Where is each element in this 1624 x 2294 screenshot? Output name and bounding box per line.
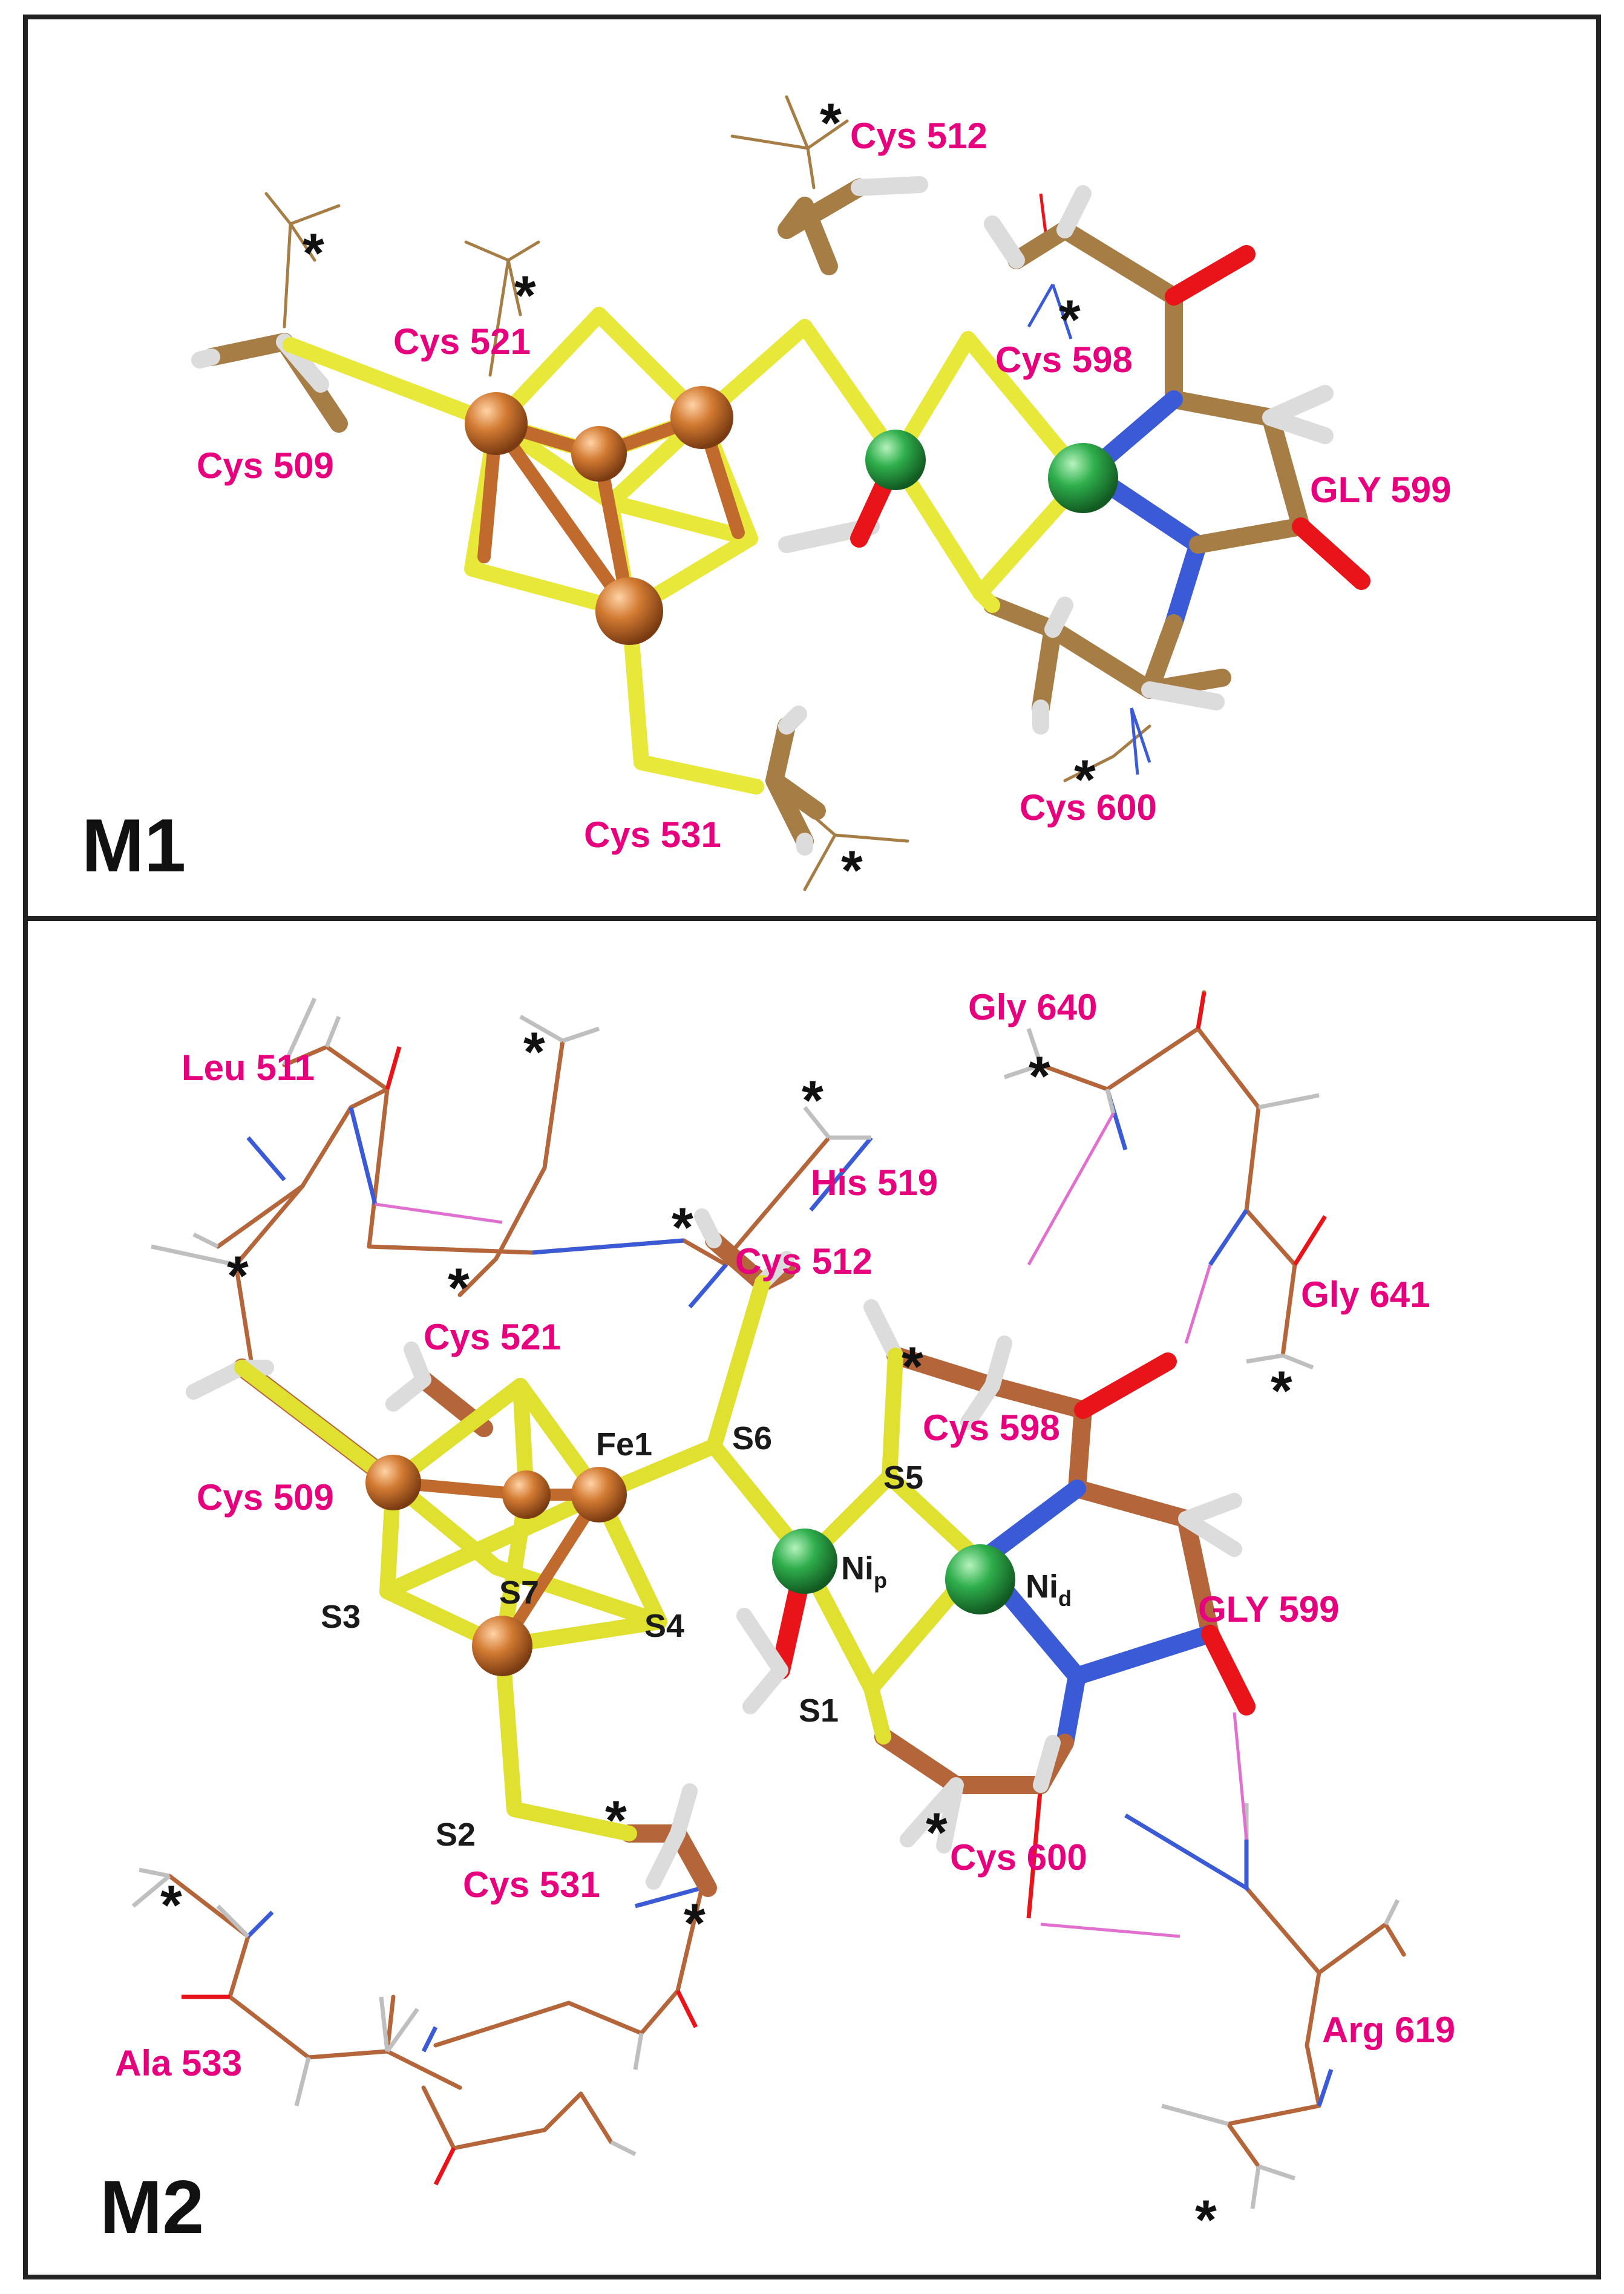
m2-asterisk-9: * <box>605 1790 627 1852</box>
m1-panel-label: M1 <box>82 804 186 888</box>
m2-hydrogens <box>186 1208 1242 1890</box>
m2-label-gly-599: GLY 599 <box>1198 1589 1340 1630</box>
m1-asterisk-5: * <box>1074 749 1096 811</box>
m2-fe-atom-1 <box>365 1455 421 1510</box>
m2-atom-label-s6: S6 <box>732 1420 772 1457</box>
m2-label-ala-533: Ala 533 <box>115 2043 242 2083</box>
m2-asterisk-13: * <box>1195 2189 1217 2251</box>
m2-hydrogen-bonds <box>375 1112 1248 1938</box>
m1-label-cys-509: Cys 509 <box>197 445 334 486</box>
panel-m1: * * * * * * Cys 512 Cys 521 Cys 598 Cys … <box>23 15 1601 921</box>
m1-sulfur-bonds <box>283 307 1091 795</box>
m1-label-cys-521: Cys 521 <box>393 321 531 362</box>
m2-label-gly-641: Gly 641 <box>1301 1274 1430 1315</box>
m1-label-cys-600: Cys 600 <box>1020 787 1157 828</box>
m2-atom-label-s3: S3 <box>321 1599 361 1635</box>
m1-ni-atom-proximal <box>865 430 926 490</box>
m1-fe-atom-2 <box>571 426 627 482</box>
m2-fe-atom-3 <box>571 1467 627 1522</box>
m1-ni-atom-distal <box>1048 443 1118 513</box>
m2-label-cys-509: Cys 509 <box>197 1477 334 1518</box>
m2-asterisk-11: * <box>684 1893 706 1955</box>
m2-label-leu-511: Leu 511 <box>182 1047 315 1088</box>
m2-asterisk-2: * <box>523 1021 545 1083</box>
m2-atom-label-nid: Nid <box>1026 1568 1072 1611</box>
m1-label-gly-599: GLY 599 <box>1310 470 1452 510</box>
m2-atom-label-s7: S7 <box>499 1575 539 1611</box>
m2-ni-atom-proximal <box>772 1529 837 1594</box>
m1-asterisk-3: * <box>514 265 536 327</box>
m1-wire-bonds <box>264 95 1151 891</box>
panel-m2-frame <box>23 916 1601 2279</box>
m2-asterisk-3: * <box>802 1070 823 1132</box>
m2-asterisk-6: * <box>448 1257 470 1319</box>
m2-wire-hydrogens <box>131 997 1400 2209</box>
m1-wire-bonds-nitrogen <box>1027 283 1151 775</box>
m2-atom-label-s1: S1 <box>799 1693 839 1729</box>
m2-label-cys-521: Cys 521 <box>424 1317 561 1357</box>
m2-asterisk-10: * <box>926 1802 948 1864</box>
m2-fe-atom-2 <box>502 1470 551 1519</box>
m1-label-cys-512: Cys 512 <box>850 116 987 156</box>
m2-fe-atom-4 <box>472 1616 532 1676</box>
m1-fe-atom-1 <box>465 392 528 455</box>
m2-ni-atom-distal <box>945 1544 1015 1614</box>
m2-water-hydrogens <box>736 1608 788 1714</box>
m2-label-arg-619: Arg 619 <box>1322 2010 1455 2050</box>
m2-atom-label-s5: S5 <box>883 1460 923 1496</box>
m1-label-cys-598: Cys 598 <box>995 339 1133 380</box>
m2-atom-label-nip: Nip <box>841 1550 887 1593</box>
m2-wire-bonds-nitrogen <box>246 1088 1334 2107</box>
m2-label-his-519: His 519 <box>811 1162 938 1203</box>
m2-asterisk-5: * <box>227 1245 249 1307</box>
m2-asterisk-4: * <box>672 1197 693 1259</box>
m2-label-cys-598: Cys 598 <box>923 1408 1060 1448</box>
m1-asterisk-4: * <box>1059 289 1081 351</box>
m2-atom-label-s4: S4 <box>644 1608 684 1644</box>
m2-atom-label-fe1: Fe1 <box>596 1426 652 1463</box>
m2-label-cys-512: Cys 512 <box>735 1241 873 1282</box>
m1-asterisk-6: * <box>841 840 863 902</box>
m1-label-cys-531: Cys 531 <box>584 814 721 855</box>
m2-wire-bonds-oxygen <box>182 992 1327 2186</box>
m2-panel-label: M2 <box>100 2166 204 2249</box>
m2-atom-label-s2: S2 <box>436 1817 476 1853</box>
m2-asterisk-7: * <box>1271 1360 1292 1422</box>
m2-asterisk-12: * <box>160 1875 182 1936</box>
m1-backbone <box>203 179 1370 850</box>
m2-asterisk-1: * <box>1029 1046 1050 1107</box>
m2-label-cys-600: Cys 600 <box>950 1837 1087 1878</box>
m1-asterisk-2: * <box>303 223 324 284</box>
m2-label-gly-640: Gly 640 <box>968 987 1098 1027</box>
m1-asterisk-1: * <box>820 93 842 154</box>
m2-label-cys-531: Cys 531 <box>463 1864 600 1905</box>
m2-asterisk-8: * <box>902 1336 923 1398</box>
panel-m2: * * * * * * * * * * * * * Gly 640 Leu 51… <box>23 916 1601 2279</box>
m1-fe-atom-3 <box>670 386 733 449</box>
m1-fe-atom-4 <box>595 577 663 645</box>
